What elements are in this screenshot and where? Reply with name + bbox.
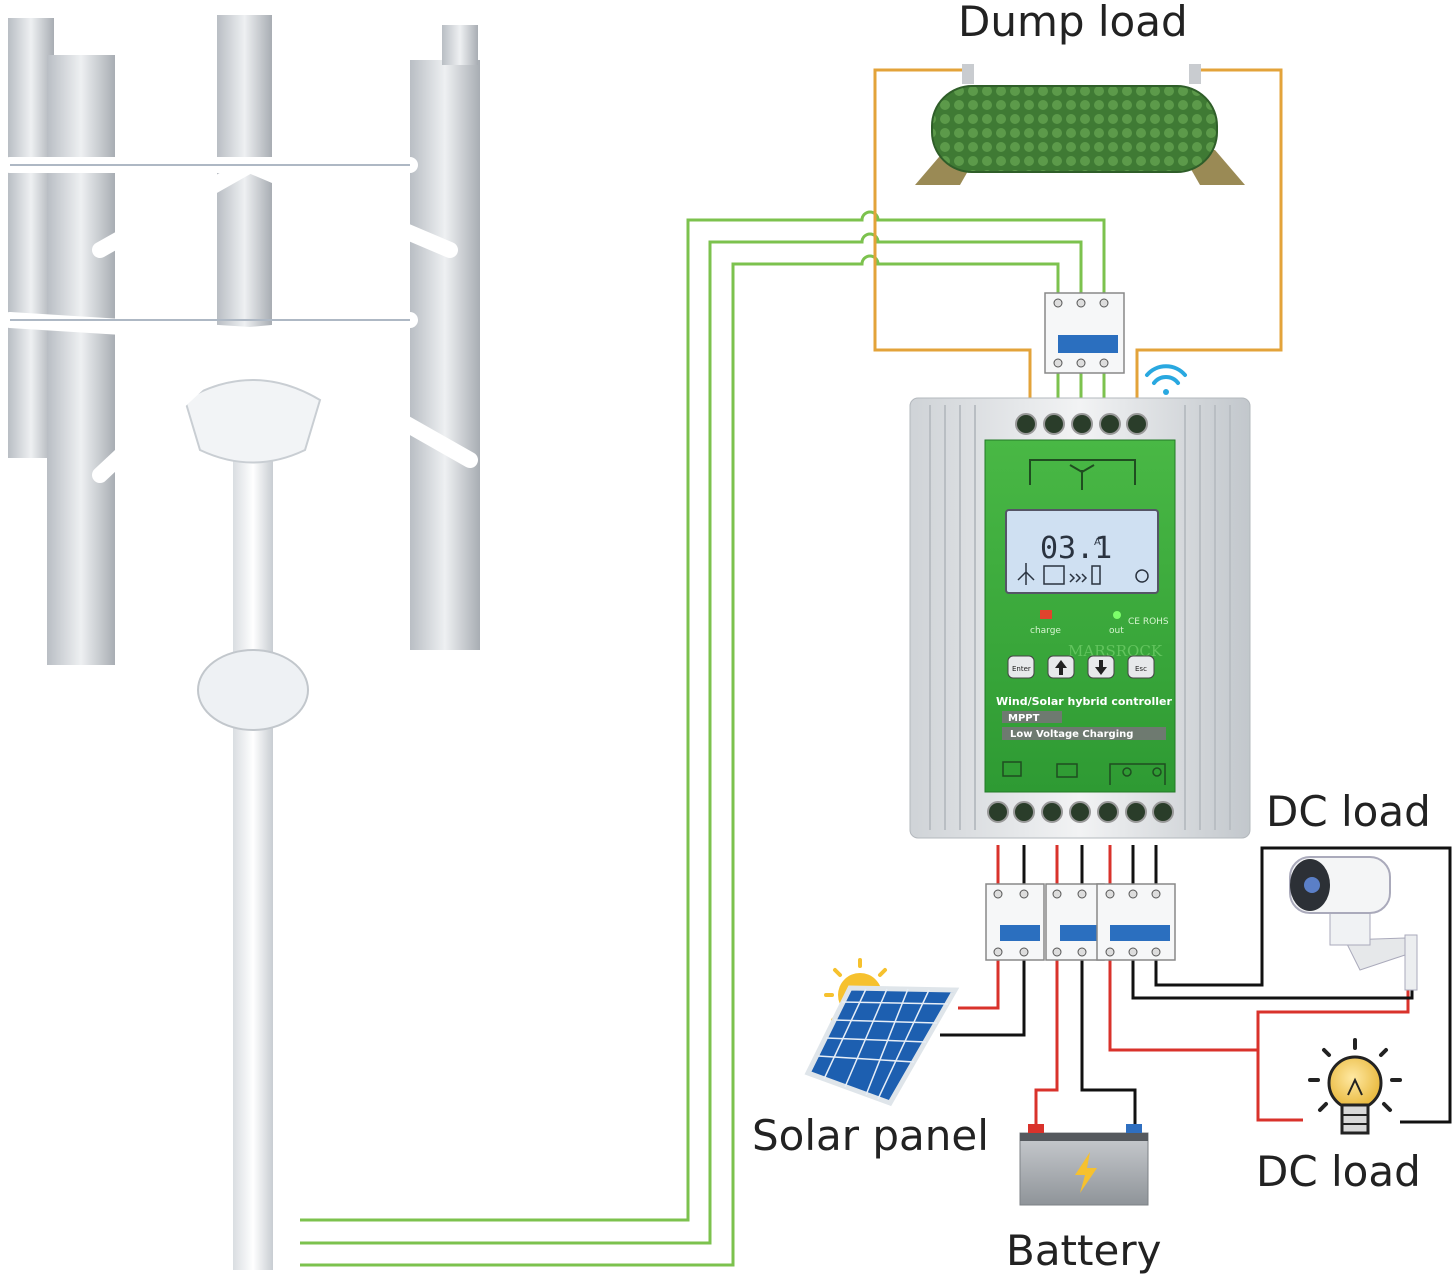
wind-input-wires [300, 210, 1106, 1267]
battery-icon [1019, 1124, 1149, 1206]
turbine-symbol-icon [1029, 459, 1136, 490]
top-terminals [1015, 413, 1148, 435]
dc-load-camera-label: DC load [1266, 787, 1431, 836]
light-bulb-icon [1308, 1038, 1402, 1135]
dump-load-resistor [915, 64, 1245, 185]
low-voltage-label: Low Voltage Charging [1010, 729, 1133, 740]
up-arrow-icon [1055, 660, 1067, 675]
lcd-unit: A [1094, 537, 1101, 548]
bottom-breakers [985, 883, 1176, 961]
charge-led-label: charge [1030, 626, 1061, 636]
hybrid-controller: 03.1 A charge out CE ROHS MARSROCK Enter… [909, 397, 1251, 839]
blade [8, 18, 54, 458]
turbine-pole [233, 440, 273, 1270]
turbine-arms [2, 157, 478, 483]
down-arrow-icon [1095, 660, 1107, 675]
lightning-icon [1075, 1152, 1097, 1193]
blade [442, 25, 478, 65]
lcd-value: 03.1 [1040, 531, 1112, 566]
enter-button-label: Enter [1012, 665, 1031, 673]
dc-load-bulb-label: DC load [1256, 1147, 1421, 1196]
enter-button [1007, 655, 1035, 679]
controller-title: Wind/Solar hybrid controller [996, 695, 1172, 708]
out-led-label: out [1109, 626, 1124, 636]
bottom-terminals [987, 801, 1174, 823]
cert-marks: CE ROHS [1128, 617, 1169, 627]
dump-load-label: Dump load [958, 0, 1188, 46]
blade [410, 60, 480, 650]
pole-flange [197, 649, 309, 731]
generator-hub [183, 379, 322, 464]
solar-panel-label: Solar panel [752, 1111, 989, 1160]
out-led [1113, 611, 1121, 619]
lcd-status-icons [1017, 563, 1149, 585]
battery-label: Battery [1006, 1226, 1161, 1275]
security-camera [1289, 856, 1418, 991]
battery-positive-terminal [1028, 1124, 1044, 1133]
solar-panel [804, 985, 960, 1107]
wifi-icon [1145, 364, 1187, 395]
mppt-label: MPPT [1008, 713, 1040, 724]
top-breaker [1044, 292, 1125, 374]
terminal-symbols [1002, 761, 1166, 785]
battery-negative-terminal [1126, 1124, 1142, 1133]
wind-turbine [2, 15, 480, 1270]
blade [47, 55, 115, 665]
esc-button-label: Esc [1135, 665, 1147, 673]
charge-led [1040, 610, 1052, 619]
esc-button [1127, 655, 1155, 679]
